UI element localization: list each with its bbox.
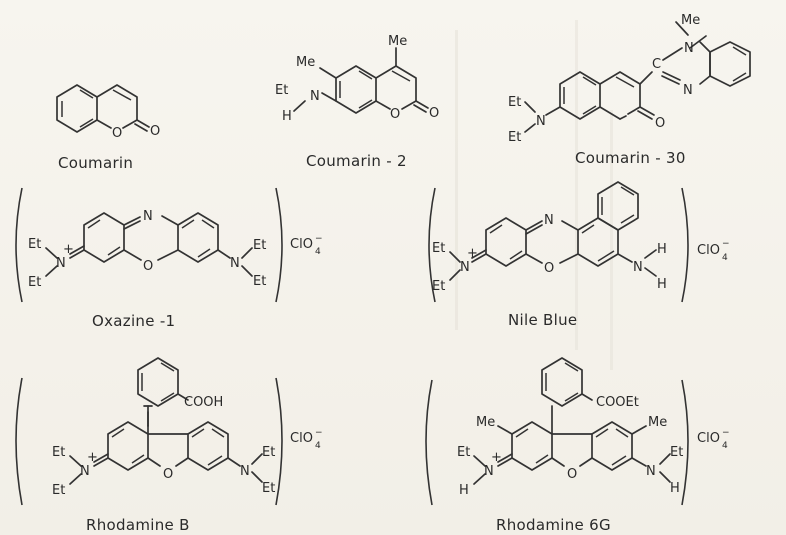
positive-charge: + — [63, 242, 74, 257]
coumarin-30-structure: C Me N N O N Et Et — [508, 13, 751, 145]
bridge-oxygen: O — [163, 467, 173, 482]
svg-text:ClO: ClO — [697, 431, 720, 446]
amine-hydrogen: H — [282, 109, 292, 124]
methyl-left: Me — [476, 415, 495, 430]
ethyl-group: Et — [275, 83, 288, 98]
amine-hydrogen-2: H — [657, 277, 667, 292]
svg-text:4: 4 — [722, 253, 728, 263]
ester-group: COOEt — [596, 395, 639, 410]
ethyl-group-2: Et — [508, 130, 521, 145]
bridge-nitrogen: N — [143, 209, 153, 224]
svg-text:−: − — [315, 428, 323, 438]
coumarin-30-label: Coumarin - 30 — [575, 149, 686, 167]
methyl-right: Me — [648, 415, 667, 430]
coumarin-label: Coumarin — [58, 154, 133, 172]
nile-blue-structure: N O N + Et Et N H H — [428, 181, 689, 303]
svg-text:4: 4 — [315, 247, 321, 257]
methyl-4: Me — [388, 34, 407, 49]
carboxyl-group: COOH — [184, 395, 223, 410]
rhodamine-b-structure: COOH O N + Et Et N Et Et — [15, 357, 283, 506]
amine-nitrogen: N — [240, 464, 250, 479]
svg-text:4: 4 — [722, 441, 728, 451]
positive-charge: + — [491, 450, 502, 465]
bleed-through — [455, 20, 613, 370]
ethyl-left: Et — [457, 445, 470, 460]
amine-nitrogen: N — [310, 89, 320, 104]
bridge-oxygen: O — [567, 467, 577, 482]
amine-hydrogen-1: H — [657, 242, 667, 257]
bridge-oxygen: O — [544, 261, 554, 276]
svg-text:−: − — [722, 428, 730, 438]
coumarin-2-structure: Me Me N Et H O O — [275, 34, 439, 124]
rhodamine-b-counterion: ClO 4 − — [290, 428, 323, 451]
ring-oxygen: O — [390, 107, 400, 122]
coumarin-2-label: Coumarin - 2 — [306, 152, 407, 170]
svg-text:−: − — [315, 234, 323, 244]
carbonyl-oxygen: O — [429, 106, 439, 121]
ethyl-1: Et — [432, 241, 445, 256]
oxazine-1-label: Oxazine -1 — [92, 312, 175, 330]
nile-blue-label: Nile Blue — [508, 311, 577, 329]
ethyl-right: Et — [670, 445, 683, 460]
carbonyl-oxygen: O — [150, 124, 160, 139]
ethyl-group-1: Et — [508, 95, 521, 110]
svg-text:−: − — [722, 239, 730, 249]
amine-nitrogen: N — [646, 464, 656, 479]
hydrogen-right: H — [670, 481, 680, 496]
positive-charge: + — [87, 450, 98, 465]
rhodamine-b-label: Rhodamine B — [86, 516, 190, 534]
svg-text:ClO: ClO — [290, 431, 313, 446]
ring-oxygen: O — [112, 126, 122, 141]
rhodamine-6g-structure: COOEt Me Me O N + Et H N Et H — [425, 357, 689, 506]
iminium-nitrogen: N — [80, 464, 90, 479]
carbonyl-oxygen: O — [655, 116, 665, 131]
iminium-nitrogen: N — [484, 464, 494, 479]
amine-nitrogen: N — [536, 114, 546, 129]
carbon-c2: C — [652, 57, 661, 72]
ethyl-left-2: Et — [28, 275, 41, 290]
rhodamine-6g-label: Rhodamine 6G — [496, 516, 611, 534]
bridge-oxygen: O — [143, 259, 153, 274]
oxazine-1-counterion: ClO 4 − — [290, 234, 323, 257]
oxazine-1-structure: N O N + Et Et N Et Et — [15, 187, 283, 303]
ethyl-right-2: Et — [253, 274, 266, 289]
ethyl-right-1: Et — [253, 238, 266, 253]
positive-charge: + — [467, 246, 478, 261]
n-methyl: Me — [681, 13, 700, 28]
svg-text:ClO: ClO — [290, 237, 313, 252]
svg-text:4: 4 — [315, 441, 321, 451]
amine-nitrogen: N — [633, 260, 643, 275]
ethyl-right-1: Et — [262, 445, 275, 460]
imidazole-nitrogen-3: N — [683, 83, 693, 98]
coumarin-structure: O O — [56, 84, 160, 141]
ethyl-left-1: Et — [28, 237, 41, 252]
ethyl-2: Et — [432, 279, 445, 294]
amine-nitrogen: N — [230, 256, 240, 271]
iminium-nitrogen: N — [460, 260, 470, 275]
rhodamine-6g-counterion: ClO 4 − — [697, 428, 730, 451]
ethyl-left-2: Et — [52, 483, 65, 498]
svg-text:ClO: ClO — [697, 243, 720, 258]
methyl-6: Me — [296, 55, 315, 70]
bridge-nitrogen: N — [544, 213, 554, 228]
hydrogen-left: H — [459, 483, 469, 498]
ethyl-right-2: Et — [262, 481, 275, 496]
nile-blue-counterion: ClO 4 − — [697, 239, 730, 263]
imidazole-nitrogen-1: N — [684, 41, 694, 56]
iminium-nitrogen: N — [56, 256, 66, 271]
ethyl-left-1: Et — [52, 445, 65, 460]
